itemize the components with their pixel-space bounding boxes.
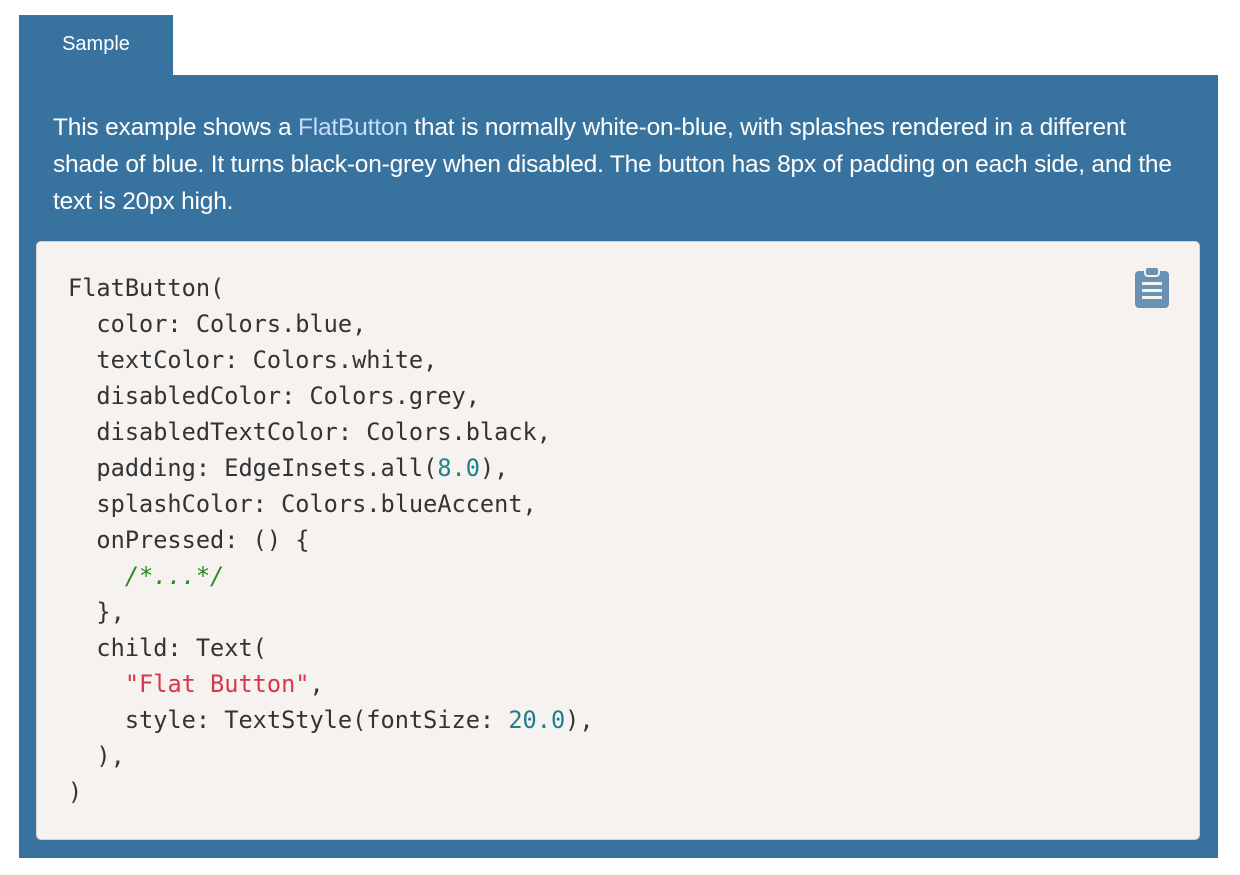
- code-token: ): [68, 778, 83, 806]
- code-line: style: TextStyle(fontSize: 20.0),: [68, 702, 594, 738]
- code-token: FlatButton(: [68, 274, 225, 302]
- code-line: splashColor: Colors.blueAccent,: [68, 486, 594, 522]
- code-line: textColor: Colors.white,: [68, 342, 594, 378]
- code-line: child: Text(: [68, 630, 594, 666]
- code-token: color: Colors.blue,: [68, 310, 367, 338]
- code-block: FlatButton( color: Colors.blue, textColo…: [36, 241, 1200, 840]
- code-comment: /*...*/: [124, 562, 225, 590]
- code-line: /*...*/: [68, 558, 594, 594]
- copy-button[interactable]: [1133, 266, 1171, 310]
- code-token: splashColor: Colors.blueAccent,: [68, 490, 537, 518]
- code-token: textColor: Colors.white,: [68, 346, 438, 374]
- code-token: disabledColor: Colors.grey,: [68, 382, 480, 410]
- code-token: [68, 562, 125, 590]
- flatbutton-link[interactable]: FlatButton: [298, 114, 408, 141]
- description-text-end: that is normally white-on-blue, with spl…: [53, 114, 1172, 215]
- code-token: onPressed: () {: [68, 526, 310, 554]
- code-listing: FlatButton( color: Colors.blue, textColo…: [68, 270, 594, 810]
- code-number: 8.0: [437, 454, 480, 482]
- sample-panel: This example shows a FlatButton that is …: [19, 75, 1218, 858]
- code-line: },: [68, 594, 594, 630]
- code-token: ),: [565, 706, 594, 734]
- code-token: ),: [68, 742, 125, 770]
- code-line: onPressed: () {: [68, 522, 594, 558]
- code-line: "Flat Button",: [68, 666, 594, 702]
- code-line: ),: [68, 738, 594, 774]
- code-token: ,: [309, 670, 324, 698]
- code-token: child: Text(: [68, 634, 267, 662]
- tab-sample[interactable]: Sample: [19, 15, 173, 76]
- code-token: [68, 670, 125, 698]
- tab-sample-label: Sample: [62, 33, 130, 55]
- code-token: ),: [479, 454, 509, 482]
- code-line: ): [68, 774, 594, 810]
- code-line: color: Colors.blue,: [68, 306, 594, 342]
- code-line: FlatButton(: [68, 270, 594, 306]
- code-number: 20.0: [508, 706, 566, 734]
- code-token: padding: EdgeInsets.all(: [68, 454, 438, 482]
- clipboard-icon: [1135, 266, 1169, 308]
- code-token: style: TextStyle(fontSize:: [68, 706, 509, 734]
- code-string: "Flat Button": [124, 670, 310, 698]
- sample-description: This example shows a FlatButton that is …: [53, 109, 1193, 220]
- code-token: },: [68, 598, 125, 626]
- description-text-start: This example shows a: [53, 114, 298, 141]
- code-line: disabledColor: Colors.grey,: [68, 378, 594, 414]
- code-token: disabledTextColor: Colors.black,: [68, 418, 551, 446]
- code-line: padding: EdgeInsets.all(8.0),: [68, 450, 594, 486]
- code-line: disabledTextColor: Colors.black,: [68, 414, 594, 450]
